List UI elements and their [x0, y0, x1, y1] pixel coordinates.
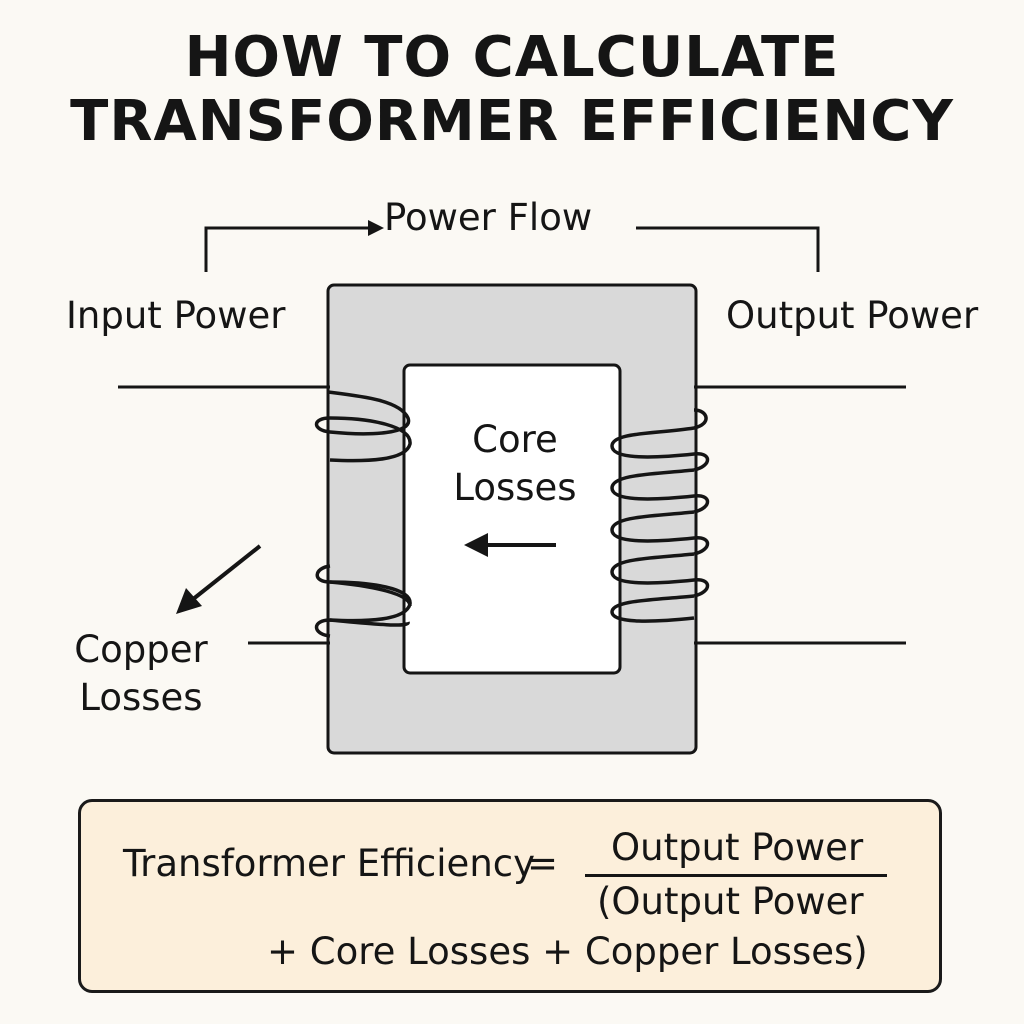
core-losses-line-1: Core: [472, 418, 558, 461]
power-flow-left-bracket: [204, 226, 364, 272]
page-title: HOW TO CALCULATE TRANSFORMER EFFICIENCY: [0, 26, 1024, 154]
power-flow-right-bracket: [636, 226, 820, 272]
formula-numerator: Output Power: [611, 826, 864, 869]
efficiency-formula-box: Transformer Efficiency = Output Power (O…: [78, 799, 942, 993]
power-flow-label: Power Flow: [384, 196, 593, 239]
fraction-bar: [585, 874, 887, 877]
output-power-label: Output Power: [726, 294, 979, 337]
secondary-winding: [610, 408, 710, 623]
title-line-1: HOW TO CALCULATE: [184, 25, 840, 90]
copper-losses-line-2: Losses: [79, 676, 203, 719]
copper-losses-arrow: [176, 544, 262, 614]
core-losses-arrow: [464, 533, 556, 557]
transformer-diagram: [118, 220, 906, 755]
core-losses-label: Core Losses: [430, 418, 600, 510]
copper-losses-label: Copper Losses: [56, 628, 226, 720]
formula-lhs: Transformer Efficiency: [123, 842, 536, 885]
formula-denominator-line-2: + Core Losses + Copper Losses): [267, 930, 868, 973]
input-power-label: Input Power: [66, 294, 286, 337]
power-flow-bracket: [204, 220, 820, 272]
copper-losses-line-1: Copper: [74, 628, 208, 671]
primary-winding-upper: [314, 390, 412, 463]
primary-winding-lower: [314, 564, 412, 638]
core-window: [402, 363, 622, 675]
core-losses-line-2: Losses: [453, 466, 577, 509]
title-line-2: TRANSFORMER EFFICIENCY: [70, 89, 954, 154]
formula-denominator-line-1: (Output Power: [597, 880, 864, 923]
formula-equals: =: [527, 842, 559, 885]
power-flow-arrowhead: [368, 220, 384, 236]
